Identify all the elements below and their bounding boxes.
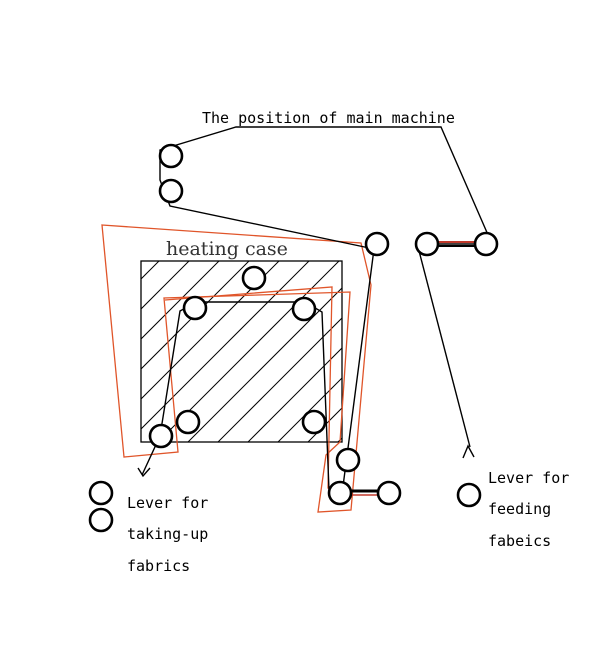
roller-top-upper: [158, 143, 184, 169]
takeup-arrow-icon: [137, 467, 151, 478]
roller-case-upper-right: [291, 296, 317, 322]
takeup-label-line-3: fabrics: [127, 557, 190, 575]
roller-feed-right: [473, 231, 499, 257]
takeup-label-line-2: taking-up: [127, 525, 208, 543]
fabric-feed-path: [417, 246, 471, 448]
roller-case-top: [241, 265, 267, 291]
roller-exit-left: [327, 480, 353, 506]
roller-case-lower-left: [175, 409, 201, 435]
roller-case-upper-left: [182, 295, 208, 321]
heating-case-label: heating case: [166, 238, 288, 260]
roller-case-lower-right: [301, 409, 327, 435]
roller-entry: [364, 231, 390, 257]
roller-lever-takeup-upper: [88, 480, 114, 506]
feeding-label-line-2: feeding: [488, 500, 551, 518]
roller-lever-feeding: [456, 482, 482, 508]
roller-top-lower: [158, 178, 184, 204]
roller-takeup-top: [148, 423, 174, 449]
takeup-label-line-1: Lever for: [127, 494, 208, 512]
roller-lever-takeup-lower: [88, 507, 114, 533]
feeding-arrow-icon: [462, 444, 475, 459]
roller-feed-left: [414, 231, 440, 257]
heating-case-box: [140, 260, 343, 443]
roller-exit-right: [376, 480, 402, 506]
feeding-label-line-1: Lever for: [488, 469, 569, 487]
roller-exit-upper: [335, 447, 361, 473]
feeding-label-line-3: fabeics: [488, 532, 551, 550]
outer-orange-outline: [101, 224, 372, 513]
main-machine-label: The position of main machine: [202, 109, 455, 127]
